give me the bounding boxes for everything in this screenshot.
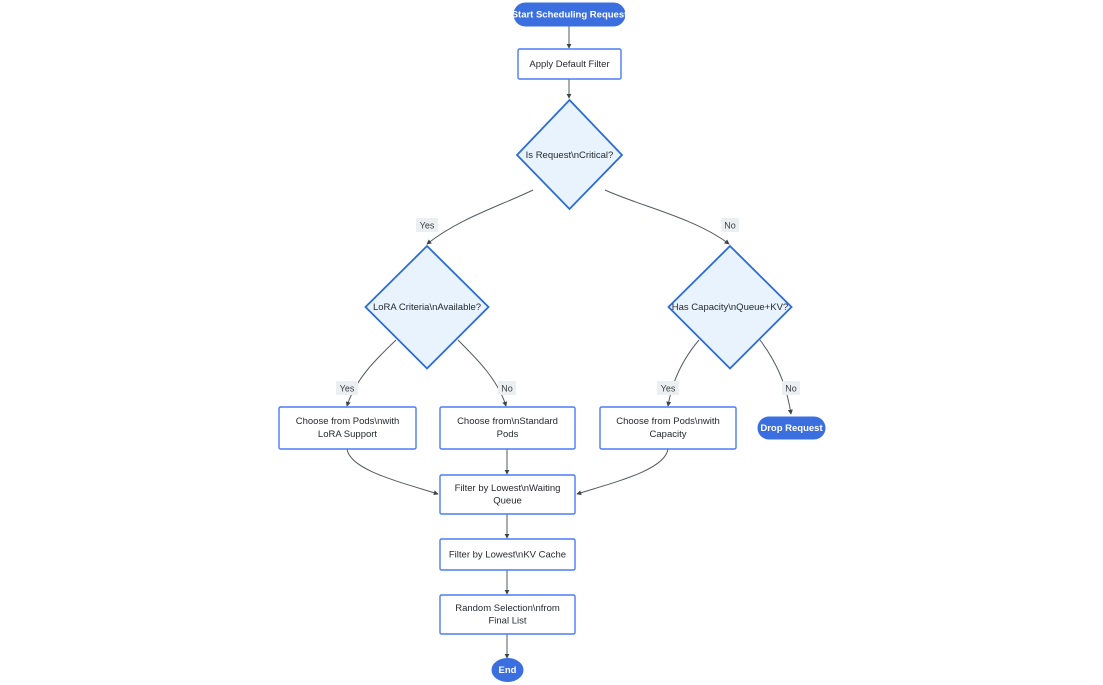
- edge-lora-no-to-choose-standard-pods: [457, 339, 508, 407]
- node-drop-request-shape[interactable]: [757, 416, 826, 440]
- node-choose-lora-pods-label-line1: Choose from Pods\nwith: [296, 416, 400, 427]
- edges-layer: [345, 26, 793, 659]
- node-has-capacity-label: Has Capacity\nQueue+KV?: [672, 302, 788, 313]
- edge-label-lora-yes: Yes: [336, 381, 358, 395]
- node-end[interactable]: End: [491, 658, 524, 682]
- node-filter-kv-cache[interactable]: Filter by Lowest\nKV Cache: [439, 538, 576, 571]
- edge-label-lora-yes-text: Yes: [340, 383, 355, 393]
- node-random-selection[interactable]: Random Selection\nfrom Final List: [439, 594, 576, 635]
- node-has-capacity-shape[interactable]: [667, 244, 793, 370]
- edge-capacity-no-to-drop-request: [759, 339, 793, 415]
- node-is-request-critical-shape[interactable]: [515, 98, 624, 211]
- edge-label-lora-no: No: [498, 381, 516, 395]
- node-has-capacity[interactable]: Has Capacity\nQueue+KV?: [667, 244, 793, 370]
- edge-labels-layer: Yes No Yes No Yes No: [336, 218, 800, 395]
- node-lora-criteria-available[interactable]: LoRA Criteria\nAvailable?: [364, 244, 490, 370]
- node-apply-default-filter-shape[interactable]: [517, 48, 622, 80]
- node-filter-waiting-queue-label-line1: Filter by Lowest\nWaiting: [455, 483, 561, 494]
- node-choose-capacity-pods[interactable]: Choose from Pods\nwith Capacity: [599, 406, 737, 450]
- edge-capacity-yes-to-choose-capacity-pods: [666, 339, 700, 407]
- edge-choose-capacity-pods-to-filter-waiting-queue: [576, 448, 669, 496]
- edge-label-critical-yes: Yes: [416, 218, 438, 232]
- node-start[interactable]: Start Scheduling Request: [512, 2, 628, 27]
- node-lora-criteria-available-label: LoRA Criteria\nAvailable?: [373, 302, 481, 313]
- edge-label-capacity-yes: Yes: [657, 381, 679, 395]
- node-end-label: End: [499, 665, 517, 676]
- node-is-request-critical-label: Is Request\nCritical?: [526, 150, 614, 161]
- node-choose-capacity-pods-label-line1: Choose from Pods\nwith: [616, 416, 720, 427]
- edge-label-critical-no-text: No: [724, 220, 736, 230]
- node-filter-kv-cache-shape[interactable]: [439, 538, 576, 571]
- node-filter-waiting-queue-label-line2: Queue: [493, 496, 522, 507]
- node-end-shape[interactable]: [491, 658, 524, 682]
- node-random-selection-label-line1: Random Selection\nfrom: [455, 603, 560, 614]
- node-start-shape[interactable]: [513, 2, 626, 27]
- nodes-layer: Start Scheduling Request Apply Default F…: [278, 2, 826, 682]
- edge-lora-yes-to-choose-lora-pods: [345, 339, 397, 407]
- node-random-selection-shape[interactable]: [439, 594, 576, 635]
- node-apply-default-filter[interactable]: Apply Default Filter: [517, 48, 622, 80]
- node-lora-criteria-available-shape[interactable]: [364, 244, 490, 370]
- node-start-label: Start Scheduling Request: [512, 10, 628, 21]
- edge-label-capacity-yes-text: Yes: [661, 383, 676, 393]
- node-choose-standard-pods[interactable]: Choose from\nStandard Pods: [439, 406, 576, 450]
- edge-choose-lora-pods-to-filter-waiting-queue: [346, 448, 439, 496]
- node-choose-capacity-pods-shape[interactable]: [599, 406, 737, 450]
- node-is-request-critical[interactable]: Is Request\nCritical?: [515, 98, 624, 211]
- node-filter-waiting-queue[interactable]: Filter by Lowest\nWaiting Queue: [439, 474, 576, 515]
- node-choose-standard-pods-label-line2: Pods: [497, 429, 519, 440]
- node-filter-waiting-queue-shape[interactable]: [439, 474, 576, 515]
- node-choose-standard-pods-label-line1: Choose from\nStandard: [457, 416, 558, 427]
- node-choose-capacity-pods-label-line2: Capacity: [650, 429, 687, 440]
- node-drop-request-label: Drop Request: [760, 423, 823, 434]
- edge-label-lora-no-text: No: [501, 383, 513, 393]
- node-choose-lora-pods[interactable]: Choose from Pods\nwith LoRA Support: [278, 406, 417, 450]
- edge-label-critical-no: No: [721, 218, 739, 232]
- edge-label-capacity-no-text: No: [785, 383, 797, 393]
- node-random-selection-label-line2: Final List: [488, 616, 526, 627]
- node-filter-kv-cache-label-line1: Filter by Lowest\nKV Cache: [449, 550, 566, 561]
- node-choose-standard-pods-shape[interactable]: [439, 406, 576, 450]
- node-apply-default-filter-label: Apply Default Filter: [529, 59, 609, 70]
- edge-label-critical-yes-text: Yes: [420, 220, 435, 230]
- node-drop-request[interactable]: Drop Request: [757, 416, 826, 440]
- edge-critical-yes-to-lora-criteria: [426, 189, 534, 245]
- node-choose-lora-pods-label-line2: LoRA Support: [318, 429, 378, 440]
- edge-critical-no-to-has-capacity: [604, 189, 730, 245]
- edge-label-capacity-no: No: [782, 381, 800, 395]
- node-choose-lora-pods-shape[interactable]: [278, 406, 417, 450]
